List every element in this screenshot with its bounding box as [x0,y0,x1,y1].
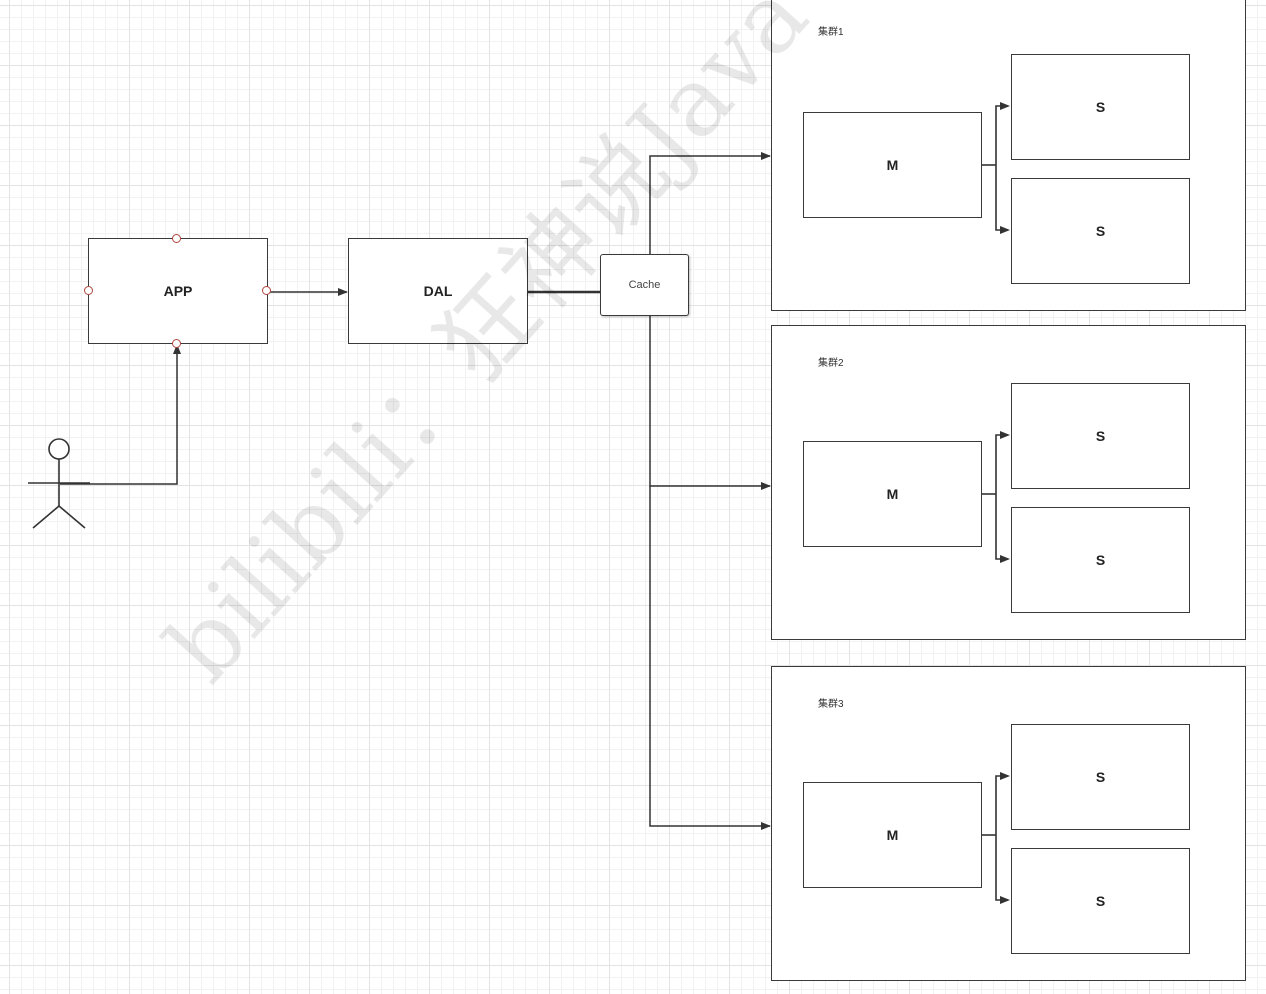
cluster-links [981,102,1010,234]
slave-label: S [1095,893,1106,909]
dal-node[interactable]: DAL [348,238,528,344]
cache-label: Cache [628,279,661,291]
master-node[interactable]: M [803,782,982,888]
slave-label: S [1095,769,1106,785]
slave-node[interactable]: S [1011,178,1190,284]
edge-cache-to-cluster-2 [649,316,771,490]
slave-label: S [1095,99,1106,115]
slave-node[interactable]: S [1011,848,1190,954]
cache-node[interactable]: Cache [600,254,689,316]
cluster-label: 集群1 [818,27,844,38]
slave-label: S [1095,223,1106,239]
app-label: APP [163,283,193,299]
cluster-label: 集群2 [818,358,844,369]
cluster-links [981,431,1010,563]
cluster-2[interactable]: 集群2 M S S [771,325,1246,640]
master-node[interactable]: M [803,112,982,218]
user-actor-icon [28,438,90,529]
cluster-label: 集群3 [818,699,844,710]
app-node[interactable]: APP [88,238,268,344]
slave-node[interactable]: S [1011,383,1190,489]
master-label: M [886,157,899,173]
cluster-1[interactable]: 集群1 M S S [771,0,1246,311]
edge-actor-to-app [60,344,181,485]
dal-label: DAL [423,283,453,299]
app-port-right[interactable] [262,286,271,295]
app-port-left[interactable] [84,286,93,295]
cluster-3[interactable]: 集群3 M S S [771,666,1246,981]
app-port-top[interactable] [172,234,181,243]
edge-cache-to-cluster-1 [649,152,771,254]
slave-label: S [1095,428,1106,444]
master-label: M [886,827,899,843]
slave-node[interactable]: S [1011,724,1190,830]
slave-label: S [1095,552,1106,568]
master-node[interactable]: M [803,441,982,547]
app-port-bottom[interactable] [172,339,181,348]
slave-node[interactable]: S [1011,54,1190,160]
slave-node[interactable]: S [1011,507,1190,613]
edge-cache-to-cluster-3 [649,486,771,830]
master-label: M [886,486,899,502]
cluster-links [981,772,1010,904]
